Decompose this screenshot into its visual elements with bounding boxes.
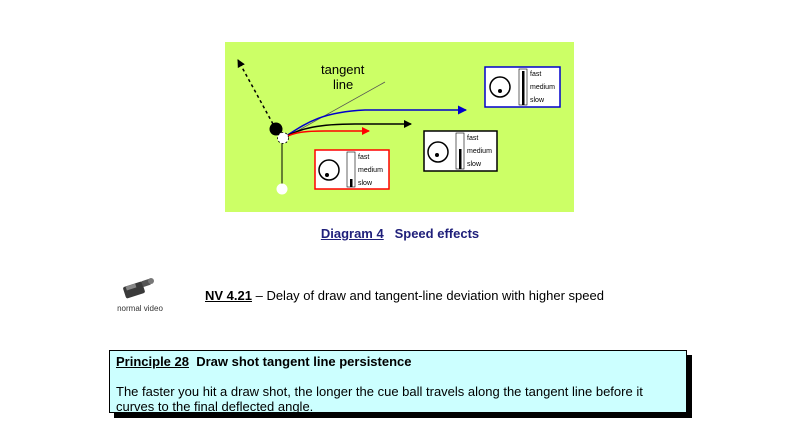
cue-ball-tip-icon: [318, 159, 340, 181]
principle-title-text: Draw shot tangent line persistence: [196, 354, 412, 369]
video-reference: normal video NV 4.21 – Delay of draw and…: [110, 276, 750, 316]
principle-title: Principle 28 Draw shot tangent line pers…: [116, 354, 412, 369]
video-description-text: – Delay of draw and tangent-line deviati…: [251, 288, 604, 303]
diagram-caption-title: Speed effects: [394, 226, 480, 241]
object-ball: [269, 122, 283, 136]
gauge-label-fast: fast: [530, 71, 541, 78]
speed-gauge-slow: fast medium slow: [314, 149, 390, 190]
object-ball-path: [237, 59, 274, 125]
speed-level-bar: [459, 149, 462, 169]
speed-gauge-fast: fast medium slow: [484, 66, 561, 108]
cue-ball-tip-icon: [427, 141, 449, 163]
video-camera-icon[interactable]: [120, 276, 156, 302]
gauge-label-slow: slow: [530, 97, 545, 104]
diagram-caption-label[interactable]: Diagram 4: [320, 226, 384, 241]
tangent-label-line2: line: [333, 77, 353, 92]
video-description: NV 4.21 – Delay of draw and tangent-line…: [205, 288, 604, 303]
video-link[interactable]: NV 4.21: [205, 288, 252, 303]
speed-gauge-medium: fast medium slow: [423, 130, 498, 172]
gauge-label-medium: medium: [358, 167, 383, 174]
gauge-label-medium: medium: [467, 148, 492, 155]
cue-ball-ghost: [277, 132, 289, 144]
gauge-label-fast: fast: [358, 154, 369, 161]
speed-level-bar: [350, 179, 353, 187]
cue-ball-tip-icon: [489, 76, 511, 98]
gauge-label-fast: fast: [467, 135, 478, 142]
gauge-label-slow: slow: [358, 180, 373, 187]
video-icon-caption: normal video: [117, 304, 163, 313]
principle-label[interactable]: Principle 28: [116, 354, 189, 369]
diagram-caption: Diagram 4 Speed effects: [0, 226, 800, 241]
principle-body: The faster you hit a draw shot, the long…: [116, 384, 643, 414]
fast-path: [282, 105, 467, 139]
speed-level-bar: [522, 71, 525, 105]
gauge-label-medium: medium: [530, 84, 555, 91]
cue-ball: [276, 183, 288, 195]
tangent-line: [282, 81, 386, 140]
gauge-label-slow: slow: [467, 161, 482, 168]
tangent-label-line1: tangent: [321, 62, 365, 77]
principle-box: Principle 28 Draw shot tangent line pers…: [109, 350, 687, 414]
speed-effects-diagram: tangent line fast medium slow fast mediu…: [225, 42, 574, 212]
